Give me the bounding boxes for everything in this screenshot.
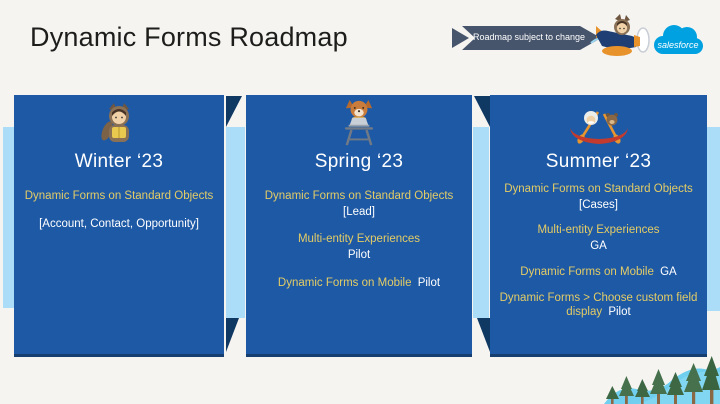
roadmap-item: Multi-entity Experiences Pilot bbox=[250, 232, 468, 262]
page-title: Dynamic Forms Roadmap bbox=[30, 22, 348, 52]
astro-raccoon-reading-mascot-icon bbox=[99, 99, 139, 146]
ribbon-fold-top-1 bbox=[226, 96, 242, 127]
item-label: Dynamic Forms on Mobile bbox=[520, 265, 654, 278]
roadmap-item: Dynamic Forms on Standard Objects [Cases… bbox=[494, 182, 703, 212]
item-label: Dynamic Forms on Standard Objects bbox=[504, 183, 693, 195]
ribbon-band-left bbox=[3, 127, 14, 308]
card-items: Dynamic Forms on Standard Objects [Accou… bbox=[14, 189, 224, 244]
roadmap-item: Dynamic Forms on Mobile Pilot bbox=[250, 276, 468, 291]
item-detail: GA bbox=[590, 240, 607, 253]
ribbon-fold-bottom-1 bbox=[226, 318, 239, 352]
ribbon-band-gap-2 bbox=[473, 127, 489, 318]
card-items: Dynamic Forms on Standard Objects [Cases… bbox=[490, 182, 707, 331]
card-summer-23: Summer ‘23 Dynamic Forms on Standard Obj… bbox=[490, 95, 707, 357]
item-label: Multi-entity Experiences bbox=[537, 224, 660, 237]
einstein-codey-canoe-mascot-icon bbox=[568, 99, 630, 146]
ribbon-band-gap-1 bbox=[226, 127, 245, 318]
season-title: Summer ‘23 bbox=[545, 151, 652, 172]
roadmap-item: Dynamic Forms on Mobile GA bbox=[494, 265, 703, 280]
season-title: Winter ‘23 bbox=[74, 151, 164, 172]
ribbon-fold-bottom-2 bbox=[477, 318, 490, 352]
card-items: Dynamic Forms on Standard Objects [Lead]… bbox=[246, 189, 472, 304]
item-label: Multi-entity Experiences bbox=[297, 233, 421, 246]
item-label: Dynamic Forms on Mobile bbox=[277, 276, 412, 289]
item-detail: Pilot bbox=[417, 276, 441, 289]
banner-label: Roadmap subject to change bbox=[472, 32, 586, 42]
item-detail: Pilot bbox=[608, 306, 631, 319]
fox-standing-desk-laptop-mascot-icon bbox=[338, 99, 380, 146]
item-detail: [Account, Contact, Opportunity] bbox=[39, 217, 199, 230]
item-label: Dynamic Forms on Standard Objects bbox=[24, 190, 214, 202]
item-detail: Pilot bbox=[347, 249, 371, 262]
card-spring-23: Spring ‘23 Dynamic Forms on Standard Obj… bbox=[246, 95, 472, 357]
roadmap-item: Multi-entity Experiences GA bbox=[494, 223, 703, 253]
item-detail: [Lead] bbox=[343, 205, 375, 218]
subject-to-change-banner: Roadmap subject to change bbox=[452, 24, 602, 52]
pennant-ribbon-icon bbox=[452, 26, 601, 50]
roadmap-item: Dynamic Forms > Choose custom field disp… bbox=[494, 291, 703, 320]
ribbon-fold-top-2 bbox=[474, 96, 490, 127]
roadmap-item: Dynamic Forms on Standard Objects [Lead] bbox=[250, 189, 468, 219]
roadmap-item: Dynamic Forms on Standard Objects [Accou… bbox=[18, 189, 220, 231]
item-detail: [Cases] bbox=[579, 198, 618, 211]
ribbon-band-right bbox=[707, 127, 720, 311]
season-title: Spring ‘23 bbox=[314, 151, 404, 172]
astro-flying-plane-icon bbox=[589, 13, 651, 63]
item-detail: GA bbox=[660, 265, 677, 278]
salesforce-cloud-logo-icon: salesforce bbox=[650, 22, 706, 64]
item-label: Dynamic Forms > Choose custom field disp… bbox=[499, 291, 698, 319]
card-winter-23: Winter ‘23 Dynamic Forms on Standard Obj… bbox=[14, 95, 224, 357]
salesforce-logo-label: salesforce bbox=[657, 40, 698, 50]
item-label: Dynamic Forms on Standard Objects bbox=[264, 190, 454, 202]
evergreen-trees-hill-icon bbox=[598, 352, 720, 404]
